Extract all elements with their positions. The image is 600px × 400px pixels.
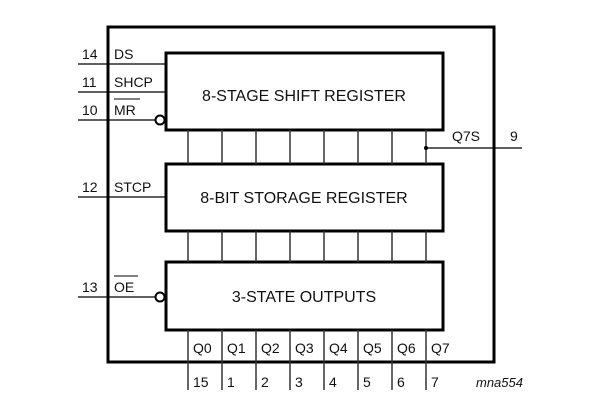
- figure-id: mna554: [476, 375, 523, 390]
- shift-register-label: 8-STAGE SHIFT REGISTER: [202, 88, 406, 105]
- parallel-outputs: Q0 15 Q1 1 Q2 2 Q3 3 Q4 4 Q5 5 Q6 6 Q7 7: [187, 330, 450, 390]
- input-oe: 13 OE: [78, 275, 166, 303]
- storage-register-label: 8-BIT STORAGE REGISTER: [200, 190, 407, 207]
- output-label: Q4: [329, 340, 348, 356]
- pin-number: 14: [82, 46, 98, 62]
- input-ds: 14 DS: [78, 46, 166, 65]
- pin-label: MR: [114, 102, 136, 118]
- pin-number: 11: [82, 74, 97, 90]
- output-q7: Q7 7: [425, 330, 450, 390]
- pin-number: 12: [82, 179, 98, 195]
- pin-label: Q7S: [452, 128, 480, 144]
- pin-number: 9: [510, 128, 518, 144]
- pin-label: OE: [114, 279, 134, 295]
- input-mr: 10 MR: [78, 98, 166, 126]
- output-label: Q1: [227, 340, 246, 356]
- serial-output-q7s: Q7S 9: [424, 128, 522, 150]
- output-q0: Q0 15: [187, 330, 212, 390]
- pin-label: STCP: [114, 179, 151, 195]
- output-label: Q0: [193, 340, 212, 356]
- output-q3: Q3 3: [289, 330, 314, 390]
- pin-number: 13: [82, 279, 98, 295]
- output-q2: Q2 2: [255, 330, 280, 390]
- inversion-bubble: [154, 114, 166, 126]
- outputs-label: 3-STATE OUTPUTS: [232, 289, 376, 306]
- output-pin-number: 6: [397, 374, 405, 390]
- output-pin-number: 3: [295, 374, 303, 390]
- shift-register-block: 8-STAGE SHIFT REGISTER: [164, 51, 445, 132]
- input-shcp: 11 SHCP: [78, 74, 166, 93]
- output-label: Q5: [363, 340, 382, 356]
- output-pin-number: 1: [227, 374, 235, 390]
- pin-label: DS: [114, 46, 133, 62]
- output-q1: Q1 1: [221, 330, 246, 390]
- output-label: Q2: [261, 340, 280, 356]
- pin-number: 10: [82, 102, 98, 118]
- output-q6: Q6 6: [391, 330, 416, 390]
- package-outline: [106, 25, 496, 364]
- output-label: Q3: [295, 340, 314, 356]
- outputs-block: 3-STATE OUTPUTS: [164, 260, 445, 332]
- output-q4: Q4 4: [323, 330, 348, 390]
- output-pin-number: 2: [261, 374, 269, 390]
- output-pin-number: 5: [363, 374, 371, 390]
- output-pin-number: 7: [431, 374, 439, 390]
- output-pin-number: 15: [193, 374, 209, 390]
- output-label: Q7: [431, 340, 450, 356]
- input-stcp: 12 STCP: [78, 179, 166, 198]
- pin-label: SHCP: [114, 74, 153, 90]
- output-label: Q6: [397, 340, 416, 356]
- output-pin-number: 4: [329, 374, 337, 390]
- inversion-bubble: [154, 291, 166, 303]
- storage-register-block: 8-BIT STORAGE REGISTER: [164, 162, 445, 233]
- output-q5: Q5 5: [357, 330, 382, 390]
- junction-dot: [424, 146, 428, 150]
